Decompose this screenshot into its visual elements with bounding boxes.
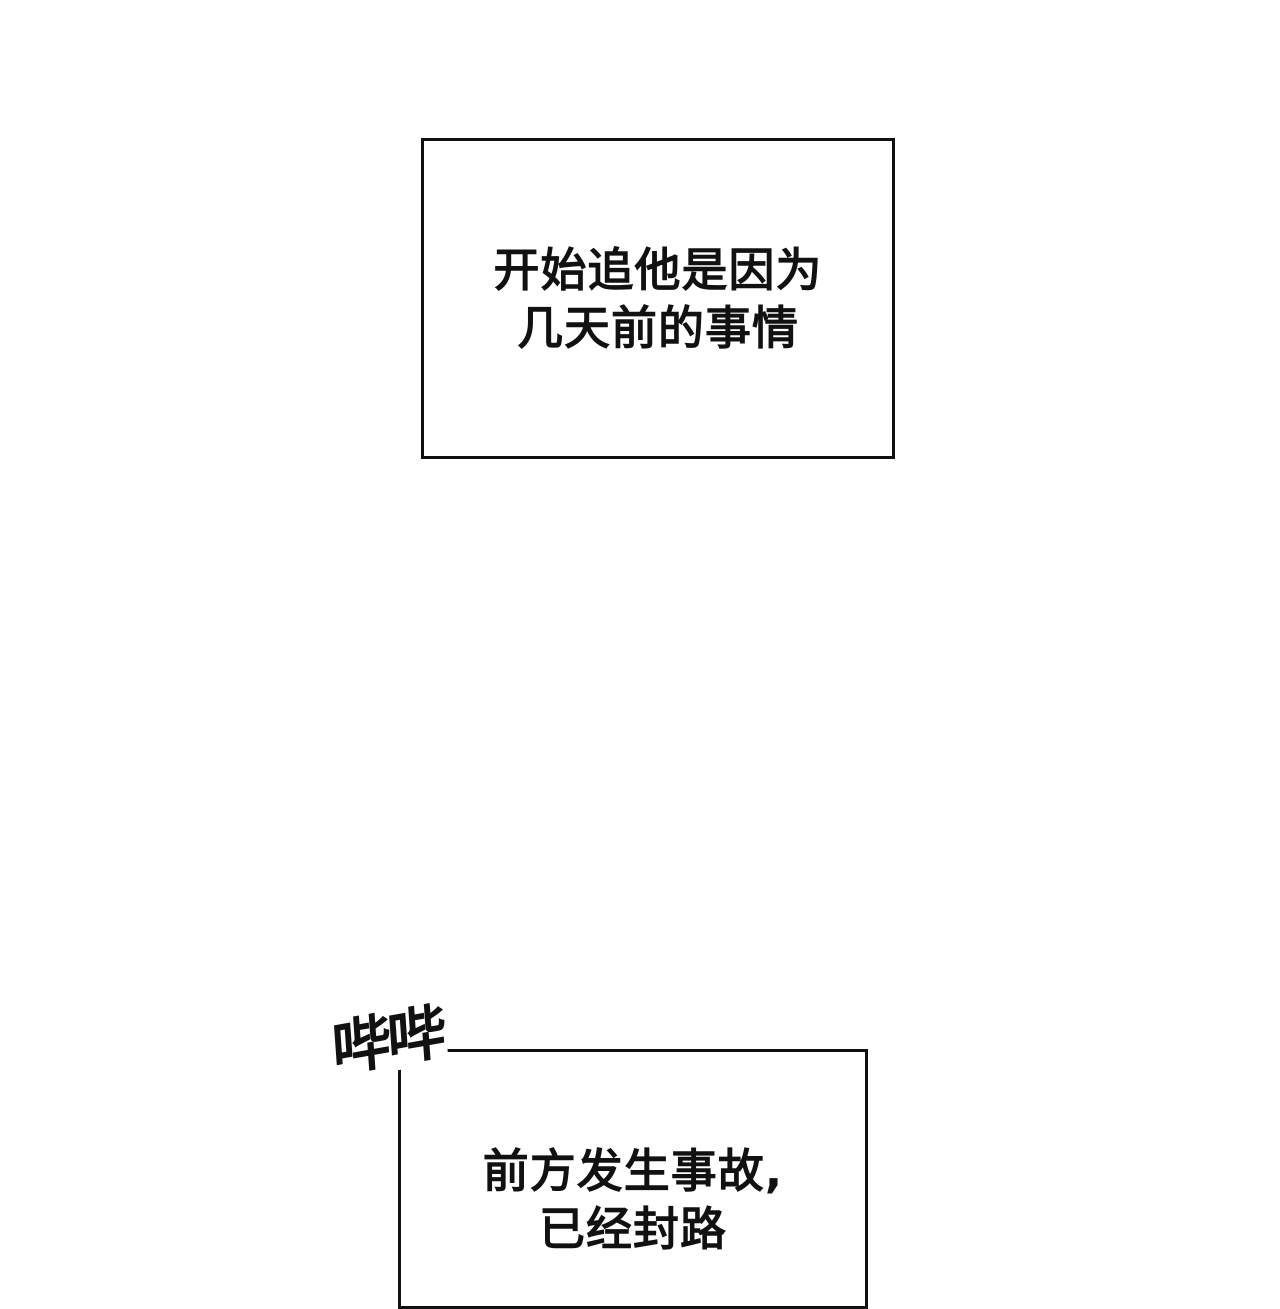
caption-box-bottom: 前方发生事故, 已经封路: [398, 1049, 868, 1309]
caption-box-top: 开始追他是因为 几天前的事情: [421, 138, 895, 459]
caption-top-line-1: 开始追他是因为: [493, 242, 823, 297]
caption-top-line-2: 几天前的事情: [517, 300, 799, 355]
caption-bottom-line-1: 前方发生事故,: [482, 1144, 784, 1198]
caption-bottom-line-2: 已经封路: [539, 1202, 727, 1256]
